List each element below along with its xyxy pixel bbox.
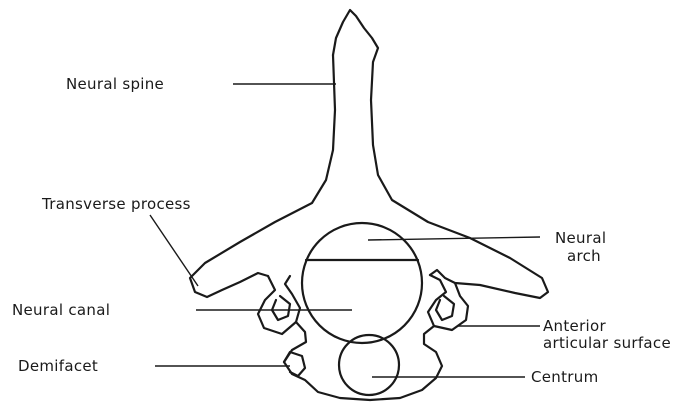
label-demifacet: Demifacet [18, 357, 98, 375]
demifacet-outline [284, 352, 305, 376]
label-neural-canal: Neural canal [12, 301, 110, 319]
label-centrum: Centrum [531, 368, 598, 386]
right-inner-loop [436, 296, 454, 320]
label-anterior-articular-1: Anterior [543, 317, 606, 335]
transverse-process-leader [150, 215, 198, 286]
label-neural-arch-2: arch [567, 247, 601, 265]
label-anterior-articular-2: articular surface [543, 334, 671, 352]
left-articular-loop [258, 276, 300, 334]
centrum-circle [339, 335, 399, 395]
label-neural-spine: Neural spine [66, 75, 164, 93]
neural-canal-outline [302, 223, 422, 343]
label-neural-arch-1: Neural [555, 229, 606, 247]
label-transverse-process: Transverse process [42, 195, 191, 213]
left-inner-loop [272, 296, 290, 320]
centrum-outline [284, 322, 442, 400]
neural-spine-outline [333, 10, 548, 298]
neural-arch-leader [368, 237, 540, 240]
